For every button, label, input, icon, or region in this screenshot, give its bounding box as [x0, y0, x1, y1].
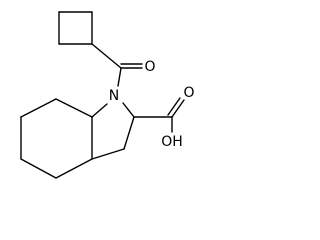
bond — [55, 98, 93, 118]
bond — [91, 103, 108, 118]
hydroxyl-label: OH — [161, 134, 183, 150]
bond — [167, 97, 181, 116]
six-membered-ring — [20, 98, 93, 179]
bond — [123, 116, 135, 150]
carbonyl-double-bond — [120, 63, 143, 69]
carboxyl-oxygen-label: O — [183, 85, 194, 101]
bond — [55, 158, 93, 179]
bond — [20, 158, 57, 179]
five-membered-ring — [91, 102, 135, 160]
bond — [117, 67, 122, 87]
cyclobutyl-ring — [58, 11, 93, 45]
nitrogen-label: N — [109, 88, 119, 104]
bond — [91, 43, 122, 69]
carboxylic-acid-group — [133, 97, 185, 133]
chemical-structure: N O O OH — [20, 11, 195, 179]
bond — [91, 148, 125, 160]
bond — [171, 99, 185, 118]
bond — [20, 98, 57, 118]
carbonyl-oxygen-label: O — [144, 59, 155, 75]
bond — [122, 102, 135, 118]
